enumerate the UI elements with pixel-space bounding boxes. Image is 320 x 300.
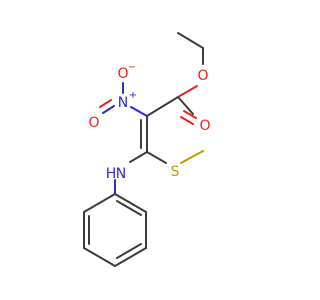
bond-ester-c-to-alpha-c [146, 96, 179, 117]
charge-nitro-oxygen-minus: − [128, 62, 136, 73]
atom-amine-hydrogen: H [106, 166, 117, 182]
ring-inner-bond-1 [116, 200, 142, 216]
molecule-structure: O O O − N + O S H N [83, 32, 211, 267]
ring-bond-6 [83, 193, 116, 213]
bond-nitro-n-to-o-double-b [99, 99, 112, 108]
atom-nitro-oxygen: O [88, 115, 99, 131]
bond-s-to-methyl [180, 150, 204, 164]
atom-nitro-oxygen-anion: O [117, 66, 128, 82]
bond-alpha-c-to-nitro-n [130, 106, 148, 117]
bond-ch3-ch2 [177, 32, 204, 49]
charge-nitro-nitrogen-plus: + [129, 90, 137, 101]
atom-ester-oxygen: O [197, 68, 208, 84]
bond-carbonyl-double-b [180, 116, 194, 125]
atom-amine-nitrogen: N [116, 166, 126, 182]
ring-bond-4 [83, 247, 116, 267]
bond-beta-c-to-s [146, 151, 167, 164]
ring-bond-3 [114, 247, 147, 267]
atom-carbonyl-oxygen: O [199, 118, 210, 134]
bond-carbonyl-double-a [183, 110, 197, 119]
ring-bond-1 [114, 193, 147, 213]
atom-nitro-nitrogen: N [118, 95, 128, 111]
ring-inner-bond-2 [116, 243, 142, 259]
bond-nitro-n-to-o-double-a [102, 105, 115, 114]
bond-o-ester-c [177, 85, 198, 98]
bond-beta-c-to-amine-n [129, 151, 148, 163]
atom-sulfur: S [171, 164, 180, 180]
bond-carbonyl-c-to-o [177, 96, 194, 115]
